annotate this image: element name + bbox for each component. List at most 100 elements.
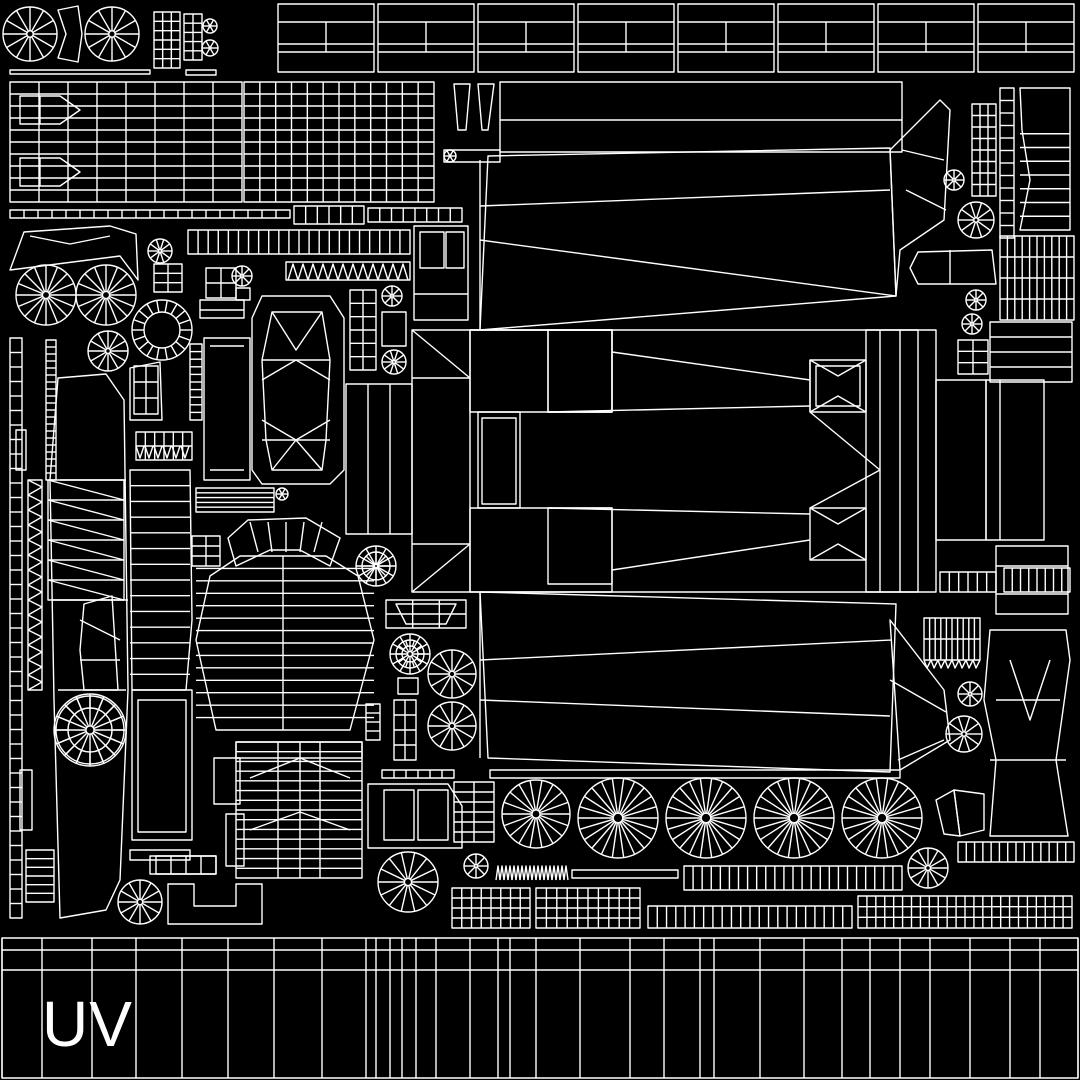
uv-island-rect — [225, 813, 245, 867]
uv-edge — [946, 180, 954, 188]
uv-edge — [707, 822, 724, 855]
uv-edge — [156, 347, 160, 360]
uv-edge — [964, 316, 972, 324]
uv-edge — [583, 820, 615, 841]
uv-edge — [205, 40, 211, 48]
uv-edge — [47, 499, 125, 521]
uv-edge — [392, 643, 409, 654]
uv-edge — [884, 787, 909, 815]
uv-hinge — [129, 361, 163, 421]
uv-edge — [600, 781, 617, 814]
uv-edge — [31, 36, 45, 58]
uv-edge — [90, 351, 107, 362]
uv-edge — [249, 811, 351, 831]
uv-edge — [454, 661, 474, 674]
uv-edge — [106, 267, 119, 292]
uv-edge — [278, 488, 283, 494]
uv-edge — [88, 19, 110, 33]
uv-edge — [446, 150, 451, 156]
uv-edge — [90, 340, 107, 351]
uv-edge — [793, 822, 801, 858]
uv-edge — [56, 715, 70, 723]
uv-edge — [15, 36, 29, 58]
uv-edge — [397, 263, 409, 281]
uv-edge — [411, 661, 415, 668]
uv-edge — [954, 172, 962, 180]
uv-edge — [27, 659, 43, 676]
uv-edge — [519, 865, 525, 881]
uv-edge — [159, 252, 165, 263]
uv-island-rect — [445, 231, 465, 269]
uv-edge — [410, 882, 436, 896]
uv-edge — [389, 350, 395, 361]
uv-edge — [620, 821, 645, 849]
uv-edge — [767, 787, 792, 815]
uv-edge — [928, 850, 939, 867]
uv-edge — [875, 778, 883, 814]
uv-edge — [164, 347, 168, 360]
uv-edge — [611, 778, 619, 814]
uv-edge — [972, 324, 980, 332]
uv-edge — [617, 778, 625, 814]
uv-island-rect — [203, 337, 251, 481]
uv-edge — [809, 395, 867, 413]
uv-edge — [930, 659, 939, 669]
uv-edge — [110, 737, 124, 745]
uv-edge — [33, 298, 46, 323]
uv-edge — [886, 818, 921, 830]
uv-edge — [1009, 659, 1051, 721]
uv-edge — [408, 885, 416, 912]
uv-edge — [209, 26, 215, 33]
uv-edge — [976, 300, 984, 308]
uv-edge — [430, 713, 450, 726]
uv-car-top — [251, 295, 345, 485]
uv-edge — [619, 822, 636, 855]
uv-edge — [449, 150, 454, 156]
uv-edge — [156, 300, 160, 313]
uv-top-panel — [677, 3, 775, 73]
uv-edge — [78, 282, 103, 295]
uv-column-island — [129, 469, 193, 691]
uv-edge — [377, 555, 394, 566]
uv-edge — [977, 220, 991, 232]
uv-edge — [847, 795, 879, 816]
uv-edge — [278, 494, 283, 500]
uv-edge — [539, 865, 545, 881]
uv-edge — [281, 488, 286, 494]
uv-island-rect — [547, 329, 613, 413]
uv-edge — [48, 273, 68, 293]
uv-edge — [27, 629, 43, 646]
uv-chassis-island — [411, 329, 937, 593]
uv-edge — [384, 296, 392, 304]
uv-edge — [376, 566, 387, 577]
uv-edge — [430, 674, 450, 687]
uv-edge — [965, 659, 974, 669]
uv-edge — [307, 263, 319, 281]
uv-right-car — [983, 629, 1071, 837]
uv-island-rect — [19, 769, 33, 831]
uv-wireframe — [1, 3, 1079, 1079]
uv-edge — [539, 801, 569, 814]
uv-edge — [776, 781, 793, 814]
uv-edge — [797, 795, 829, 816]
uv-edge — [109, 351, 126, 362]
uv-edge — [622, 818, 657, 830]
uv-edge — [897, 739, 945, 761]
uv-edge — [617, 822, 625, 858]
uv-edge — [108, 333, 119, 350]
uv-edge — [149, 251, 160, 259]
uv-edge — [170, 303, 178, 315]
uv-hub-piece — [57, 5, 83, 63]
uv-edge — [153, 445, 163, 459]
uv-edge — [709, 820, 741, 841]
uv-edge — [969, 202, 976, 219]
uv-edge — [162, 445, 172, 459]
uv-edge — [688, 781, 705, 814]
uv-edge — [843, 818, 878, 830]
uv-edge — [31, 10, 45, 32]
uv-edge — [27, 614, 43, 631]
uv-edge — [49, 282, 74, 295]
uv-edge — [387, 263, 399, 281]
uv-edge — [110, 715, 124, 723]
uv-edge — [388, 884, 407, 906]
